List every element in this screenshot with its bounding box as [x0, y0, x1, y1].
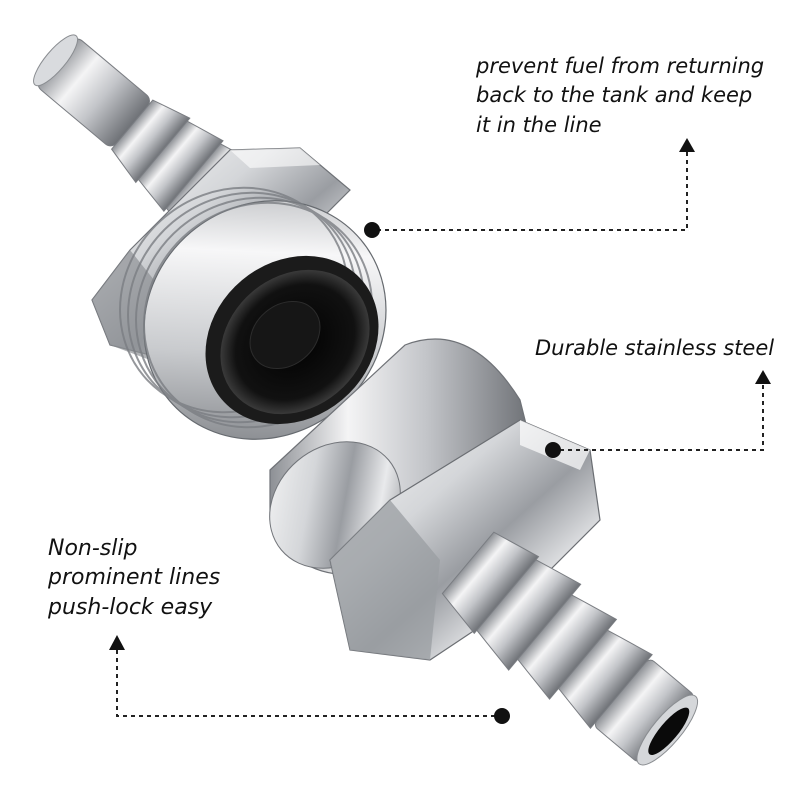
callout-line: back to the tank and keep [476, 83, 753, 108]
callout-grip: Non-slip prominent lines push-lock easy [48, 534, 220, 622]
callout-line: Non-slip [48, 536, 138, 561]
callout-line: it in the line [476, 112, 602, 137]
leader-line-fuel [377, 152, 688, 231]
upper-threaded-end [119, 186, 387, 440]
leader-line-grip [116, 650, 495, 717]
callout-line: prominent lines [48, 565, 221, 591]
arrow-up-icon [109, 635, 125, 650]
leader-dot-steel [545, 442, 561, 458]
callout-material: Durable stainless steel [535, 334, 774, 363]
leader-line-steel [560, 384, 764, 451]
callout-line: Durable stainless steel [535, 336, 775, 360]
leader-dot-grip [494, 708, 510, 724]
arrow-up-icon [755, 370, 771, 384]
lower-hose-barb [441, 531, 698, 766]
arrow-up-icon [679, 138, 695, 152]
leader-dot-fuel [364, 222, 380, 238]
callout-line: prevent fuel from returning [476, 54, 765, 78]
callout-line: push-lock easy [48, 594, 213, 620]
callout-fuel-return: prevent fuel from returning back to the … [476, 52, 764, 140]
